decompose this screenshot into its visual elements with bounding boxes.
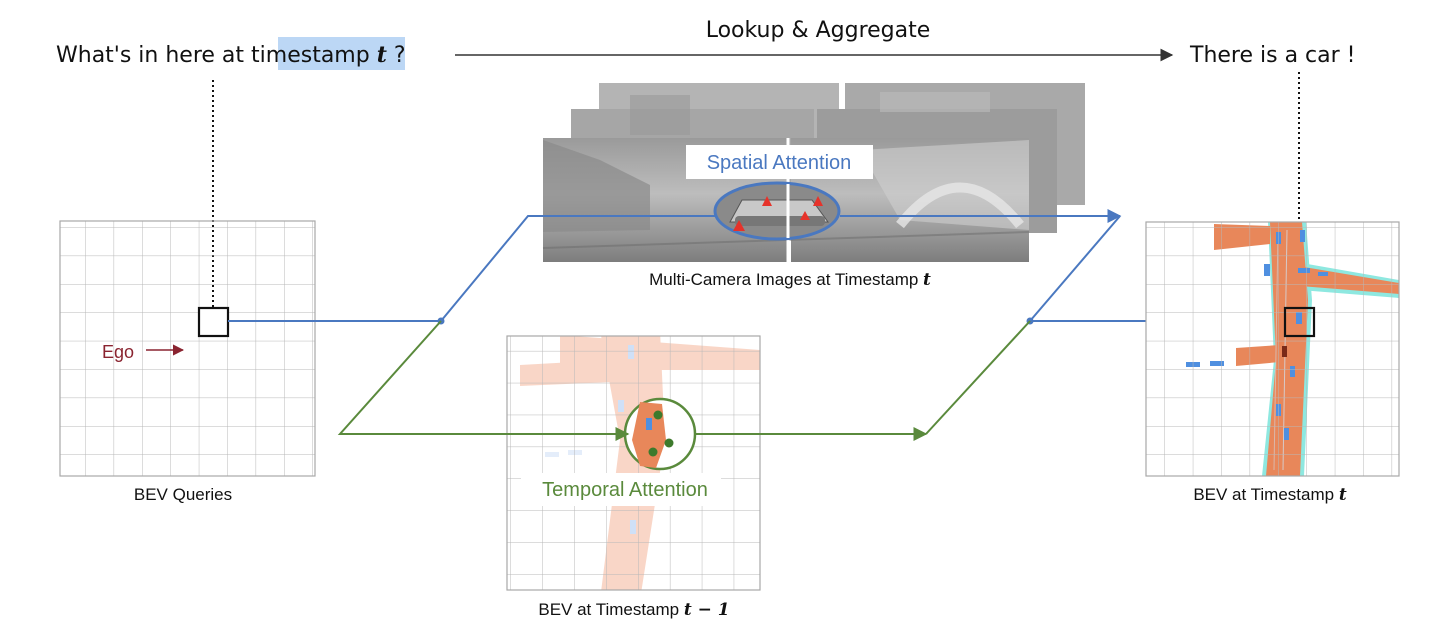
bev-current-grid	[1145, 221, 1400, 477]
ego-label: Ego	[102, 342, 134, 362]
bev-current-caption: BEV at Timestamp t	[1193, 485, 1347, 505]
bev-prev-caption: BEV at Timestamp t − 1	[538, 600, 729, 620]
temporal-attention-focus	[623, 397, 697, 471]
result-cell	[1283, 306, 1316, 338]
answer-text: There is a car !	[1189, 43, 1355, 68]
spatial-attention-focus	[713, 181, 841, 241]
spatial-attention-box	[686, 145, 873, 179]
spatial-flow	[228, 209, 1286, 322]
camera-caption: Multi-Camera Images at Timestamp t	[649, 270, 931, 290]
spatial-attention-label: Spatial Attention	[707, 152, 852, 174]
query-question: What's in here at timestamp t ?	[56, 42, 406, 68]
bev-queries-grid	[59, 220, 316, 477]
lookup-aggregate-label: Lookup & Aggregate	[706, 18, 931, 43]
bev-queries-caption: BEV Queries	[134, 485, 232, 504]
temporal-flow	[337, 320, 1031, 441]
bev-prev-grid	[506, 335, 761, 591]
timestamp-highlight	[278, 37, 405, 70]
multi-camera-images	[542, 83, 1085, 262]
temporal-attention-label: Temporal Attention	[542, 479, 708, 501]
temporal-attention-box	[521, 473, 721, 506]
query-cell	[197, 306, 230, 338]
